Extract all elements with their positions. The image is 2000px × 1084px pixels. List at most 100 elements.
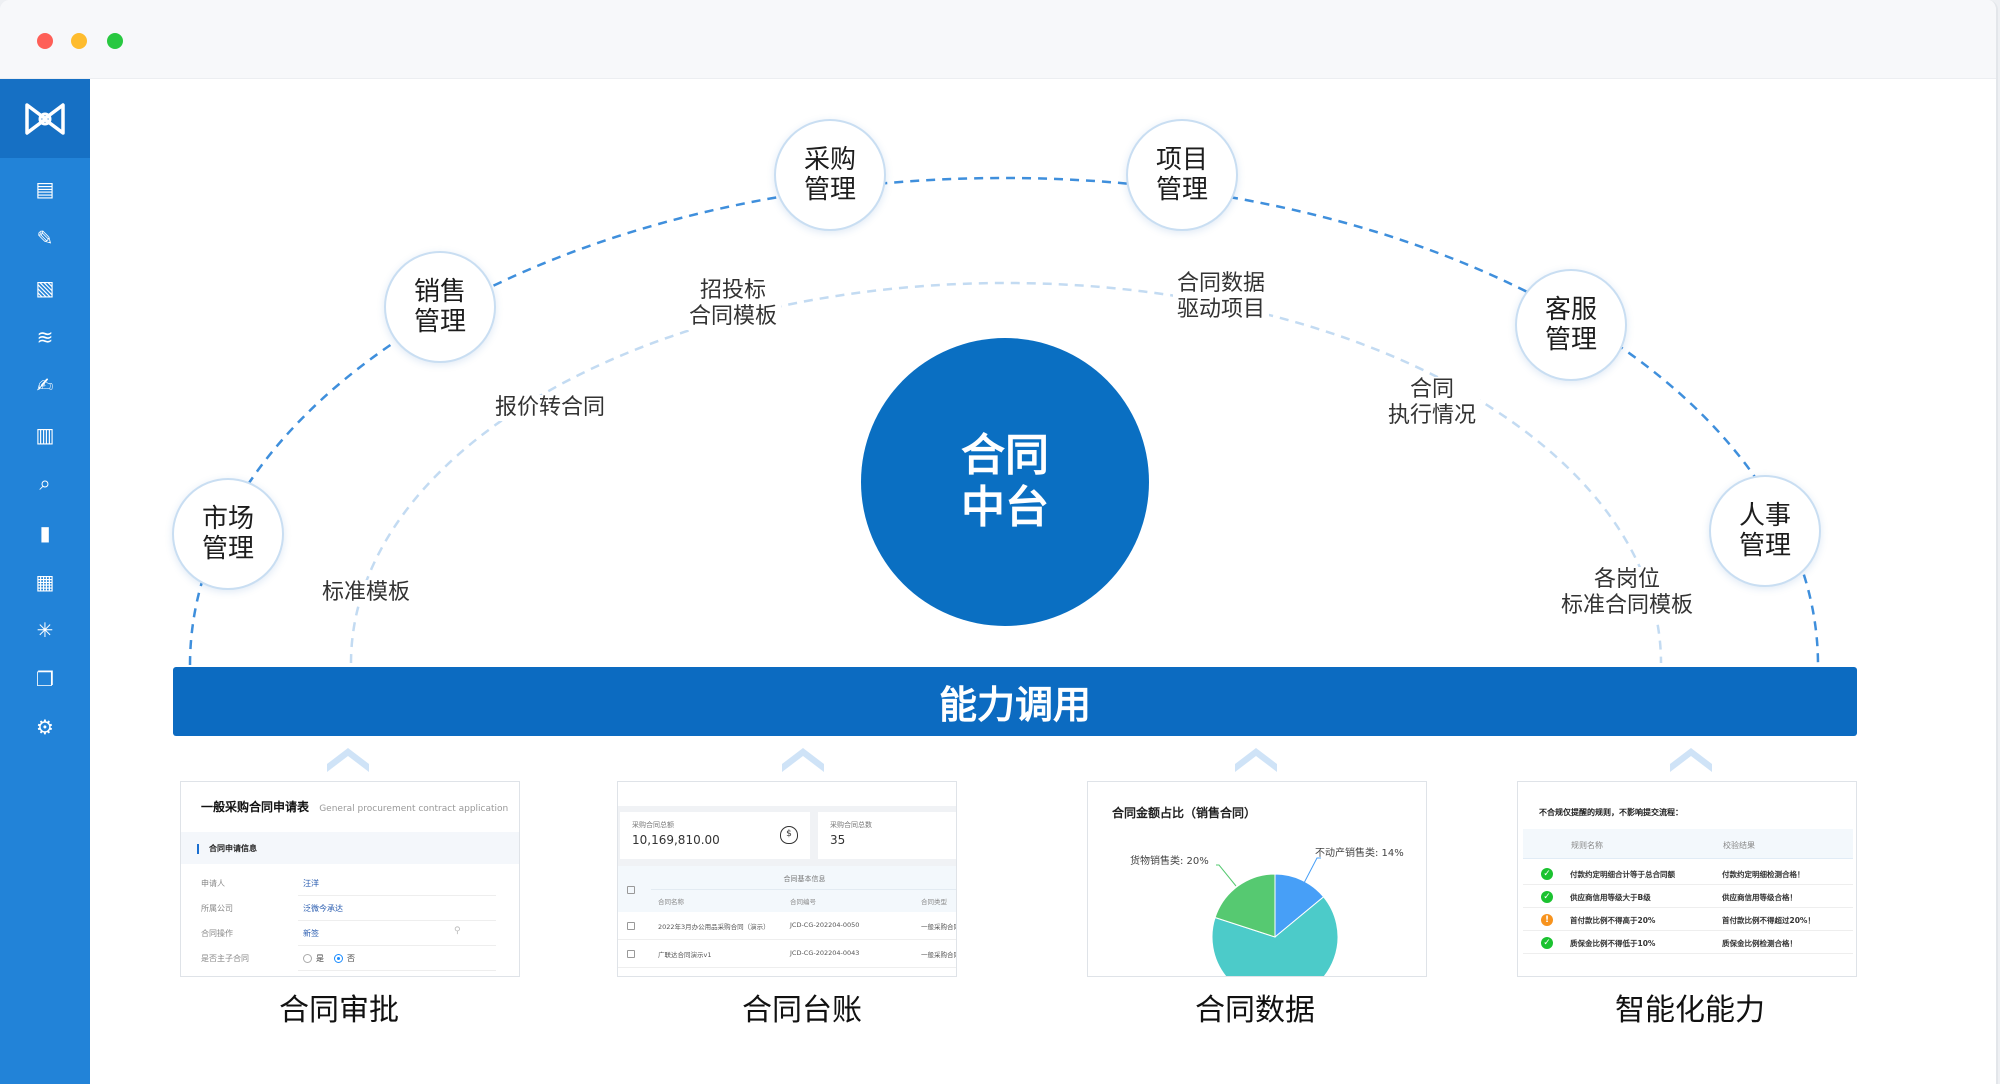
count-label: 采购合同总数 bbox=[830, 821, 872, 829]
caption-1: 合同台账 bbox=[742, 993, 862, 1028]
ledger-preview: 采购合同总额 10,169,810.00 $ 采购合同总数 35 合同基本信息 … bbox=[617, 781, 957, 977]
node-market-management: 市场管理 bbox=[172, 478, 284, 590]
pie-slice-1[interactable] bbox=[1211, 896, 1339, 977]
ledger-cell[interactable]: 广联达合同演示v1 bbox=[658, 951, 712, 959]
field-divider bbox=[298, 895, 496, 896]
form-title: 一般采购合同申请表 bbox=[201, 800, 310, 814]
radio-no[interactable] bbox=[334, 954, 343, 963]
node-line-2: 管理 bbox=[201, 534, 254, 564]
radio-yes[interactable] bbox=[303, 954, 312, 963]
node-sales-management: 销售管理 bbox=[384, 251, 496, 363]
flow-label-line-2: 合同模板 bbox=[688, 304, 778, 329]
field-label: 申请人 bbox=[201, 879, 225, 888]
rule-name: 首付款比例不得高于20% bbox=[1570, 916, 1656, 925]
flow-label-line-1: 标准模板 bbox=[321, 580, 411, 605]
flow-label-line-1: 合同数据 bbox=[1176, 271, 1266, 296]
section-marker bbox=[197, 843, 199, 854]
capability-bar: 能力调用 bbox=[173, 667, 1857, 736]
minimize-button[interactable] bbox=[71, 33, 87, 49]
flow-label: 招投标合同模板 bbox=[684, 278, 782, 330]
node-line-2: 管理 bbox=[1544, 325, 1597, 355]
flow-label-line-1: 各岗位 bbox=[1593, 567, 1661, 592]
check-circle-icon: ✓ bbox=[1541, 937, 1553, 949]
pie-slice-0[interactable] bbox=[1274, 873, 1325, 939]
pie-label-real-estate: 不动产销售类: 14% bbox=[1315, 848, 1404, 859]
total-value: 10,169,810.00 bbox=[632, 833, 720, 847]
field-value[interactable]: 新签 bbox=[303, 929, 319, 938]
caption-0: 合同审批 bbox=[279, 993, 399, 1028]
total-label: 采购合同总额 bbox=[632, 821, 674, 829]
chevron-up-icon bbox=[1235, 748, 1277, 772]
chevron-up-icon bbox=[1670, 748, 1712, 772]
connection-arcs bbox=[188, 176, 1820, 666]
sign-icon[interactable]: ✍ bbox=[36, 373, 54, 397]
caption-2: 合同数据 bbox=[1195, 993, 1315, 1028]
documents-icon[interactable]: ▤ bbox=[35, 177, 55, 201]
flow-label: 报价转合同 bbox=[490, 395, 610, 421]
ledger-column-header[interactable]: 合同类型 bbox=[921, 898, 947, 906]
select-all-checkbox[interactable] bbox=[627, 886, 635, 894]
network-icon[interactable]: ✳ bbox=[36, 618, 54, 642]
logo-icon[interactable] bbox=[0, 79, 90, 158]
field-label: 所属公司 bbox=[201, 904, 233, 913]
close-button[interactable] bbox=[37, 33, 53, 49]
document-view-icon[interactable]: ▧ bbox=[35, 276, 55, 300]
bar-chart-icon[interactable]: ▮ bbox=[39, 521, 51, 545]
check-circle-icon: ✓ bbox=[1541, 891, 1553, 903]
contract-data-preview: 合同金额占比（销售合同） 不动产销售类: 14% 货物销售类: 20% bbox=[1087, 781, 1427, 977]
main-sub-contract-radio: 是否 bbox=[303, 953, 355, 964]
field-label: 是否主子合同 bbox=[201, 954, 249, 963]
count-value: 35 bbox=[830, 833, 846, 847]
rules-note: 不合规仅提醒的规则，不影响提交流程： bbox=[1539, 808, 1683, 817]
field-divider bbox=[298, 970, 496, 971]
pie-leader-line bbox=[1303, 857, 1321, 884]
maximize-button[interactable] bbox=[107, 33, 123, 49]
pie-label-goods: 货物销售类: 20% bbox=[1130, 856, 1209, 867]
smart-capability-preview: 不合规仅提醒的规则，不影响提交流程： 规则名称 校验结果 ✓付款约定明细合计等于… bbox=[1517, 781, 1857, 977]
flow-label: 标准模板 bbox=[317, 580, 415, 606]
flow-label: 各岗位标准合同模板 bbox=[1556, 567, 1698, 619]
ledger-cell: 一般采购合同 bbox=[921, 951, 957, 959]
node-line-1: 客服 bbox=[1544, 295, 1597, 325]
ledger-column-header[interactable]: 合同名称 bbox=[658, 898, 684, 906]
row-checkbox[interactable] bbox=[627, 950, 635, 958]
pie-chart bbox=[1211, 857, 1339, 977]
hub-line-1: 合同 bbox=[961, 430, 1049, 481]
copy-icon[interactable]: ❐ bbox=[36, 667, 54, 691]
row-checkbox[interactable] bbox=[627, 922, 635, 930]
rule-result: 付款约定明细检测合格！ bbox=[1722, 870, 1805, 879]
node-line-1: 市场 bbox=[201, 504, 254, 534]
rule-result: 首付款比例不得超过20%！ bbox=[1722, 916, 1815, 925]
newspaper-icon[interactable]: ▥ bbox=[35, 423, 55, 447]
sidebar: ▤ ✎ ▧ ≋ ✍ ▥ ⌕ ▮ ▦ ✳ ❐ ⚙ bbox=[0, 79, 90, 1084]
layers-icon[interactable]: ≋ bbox=[36, 325, 54, 349]
ledger-column-header[interactable]: 合同编号 bbox=[790, 898, 816, 906]
form-subtitle: General procurement contract application bbox=[319, 804, 509, 814]
grid-icon[interactable]: ▦ bbox=[35, 570, 55, 594]
pie-slice-2[interactable] bbox=[1214, 873, 1276, 938]
node-line-1: 人事 bbox=[1738, 501, 1791, 531]
flow-label-line-1: 招投标 bbox=[699, 278, 767, 303]
field-value[interactable]: 泛微今承达 bbox=[303, 904, 343, 913]
settings-icon[interactable]: ⚙ bbox=[36, 715, 54, 739]
field-value[interactable]: 汪洋 bbox=[303, 879, 319, 888]
pie-title: 合同金额占比（销售合同） bbox=[1112, 806, 1257, 820]
pie-leader-line bbox=[1216, 864, 1237, 887]
chevron-up-icon bbox=[327, 748, 369, 772]
edit-icon[interactable]: ✎ bbox=[36, 226, 54, 250]
section-title: 合同申请信息 bbox=[209, 844, 257, 853]
hub-line-2: 中台 bbox=[961, 482, 1049, 533]
rule-result: 质保金比例检测合格！ bbox=[1722, 939, 1797, 948]
check-circle-icon: ✓ bbox=[1541, 868, 1553, 880]
warning-circle-icon: ! bbox=[1541, 914, 1553, 926]
ledger-cell: JCD-CG-202204-0043 bbox=[790, 949, 860, 957]
ledger-cell[interactable]: 2022年3月办公用品采购合同（演示） bbox=[658, 923, 770, 931]
ledger-cell: 一般采购合同 bbox=[921, 923, 957, 931]
search-list-icon[interactable]: ⌕ bbox=[39, 471, 51, 495]
rule-name: 供应商信用等级大于B级 bbox=[1570, 893, 1651, 902]
rule-name: 质保金比例不得低于10% bbox=[1570, 939, 1656, 948]
radio-yes-label: 是 bbox=[316, 954, 324, 963]
search-icon[interactable]: ⚲ bbox=[454, 926, 461, 936]
node-line-2: 管理 bbox=[1155, 175, 1208, 205]
